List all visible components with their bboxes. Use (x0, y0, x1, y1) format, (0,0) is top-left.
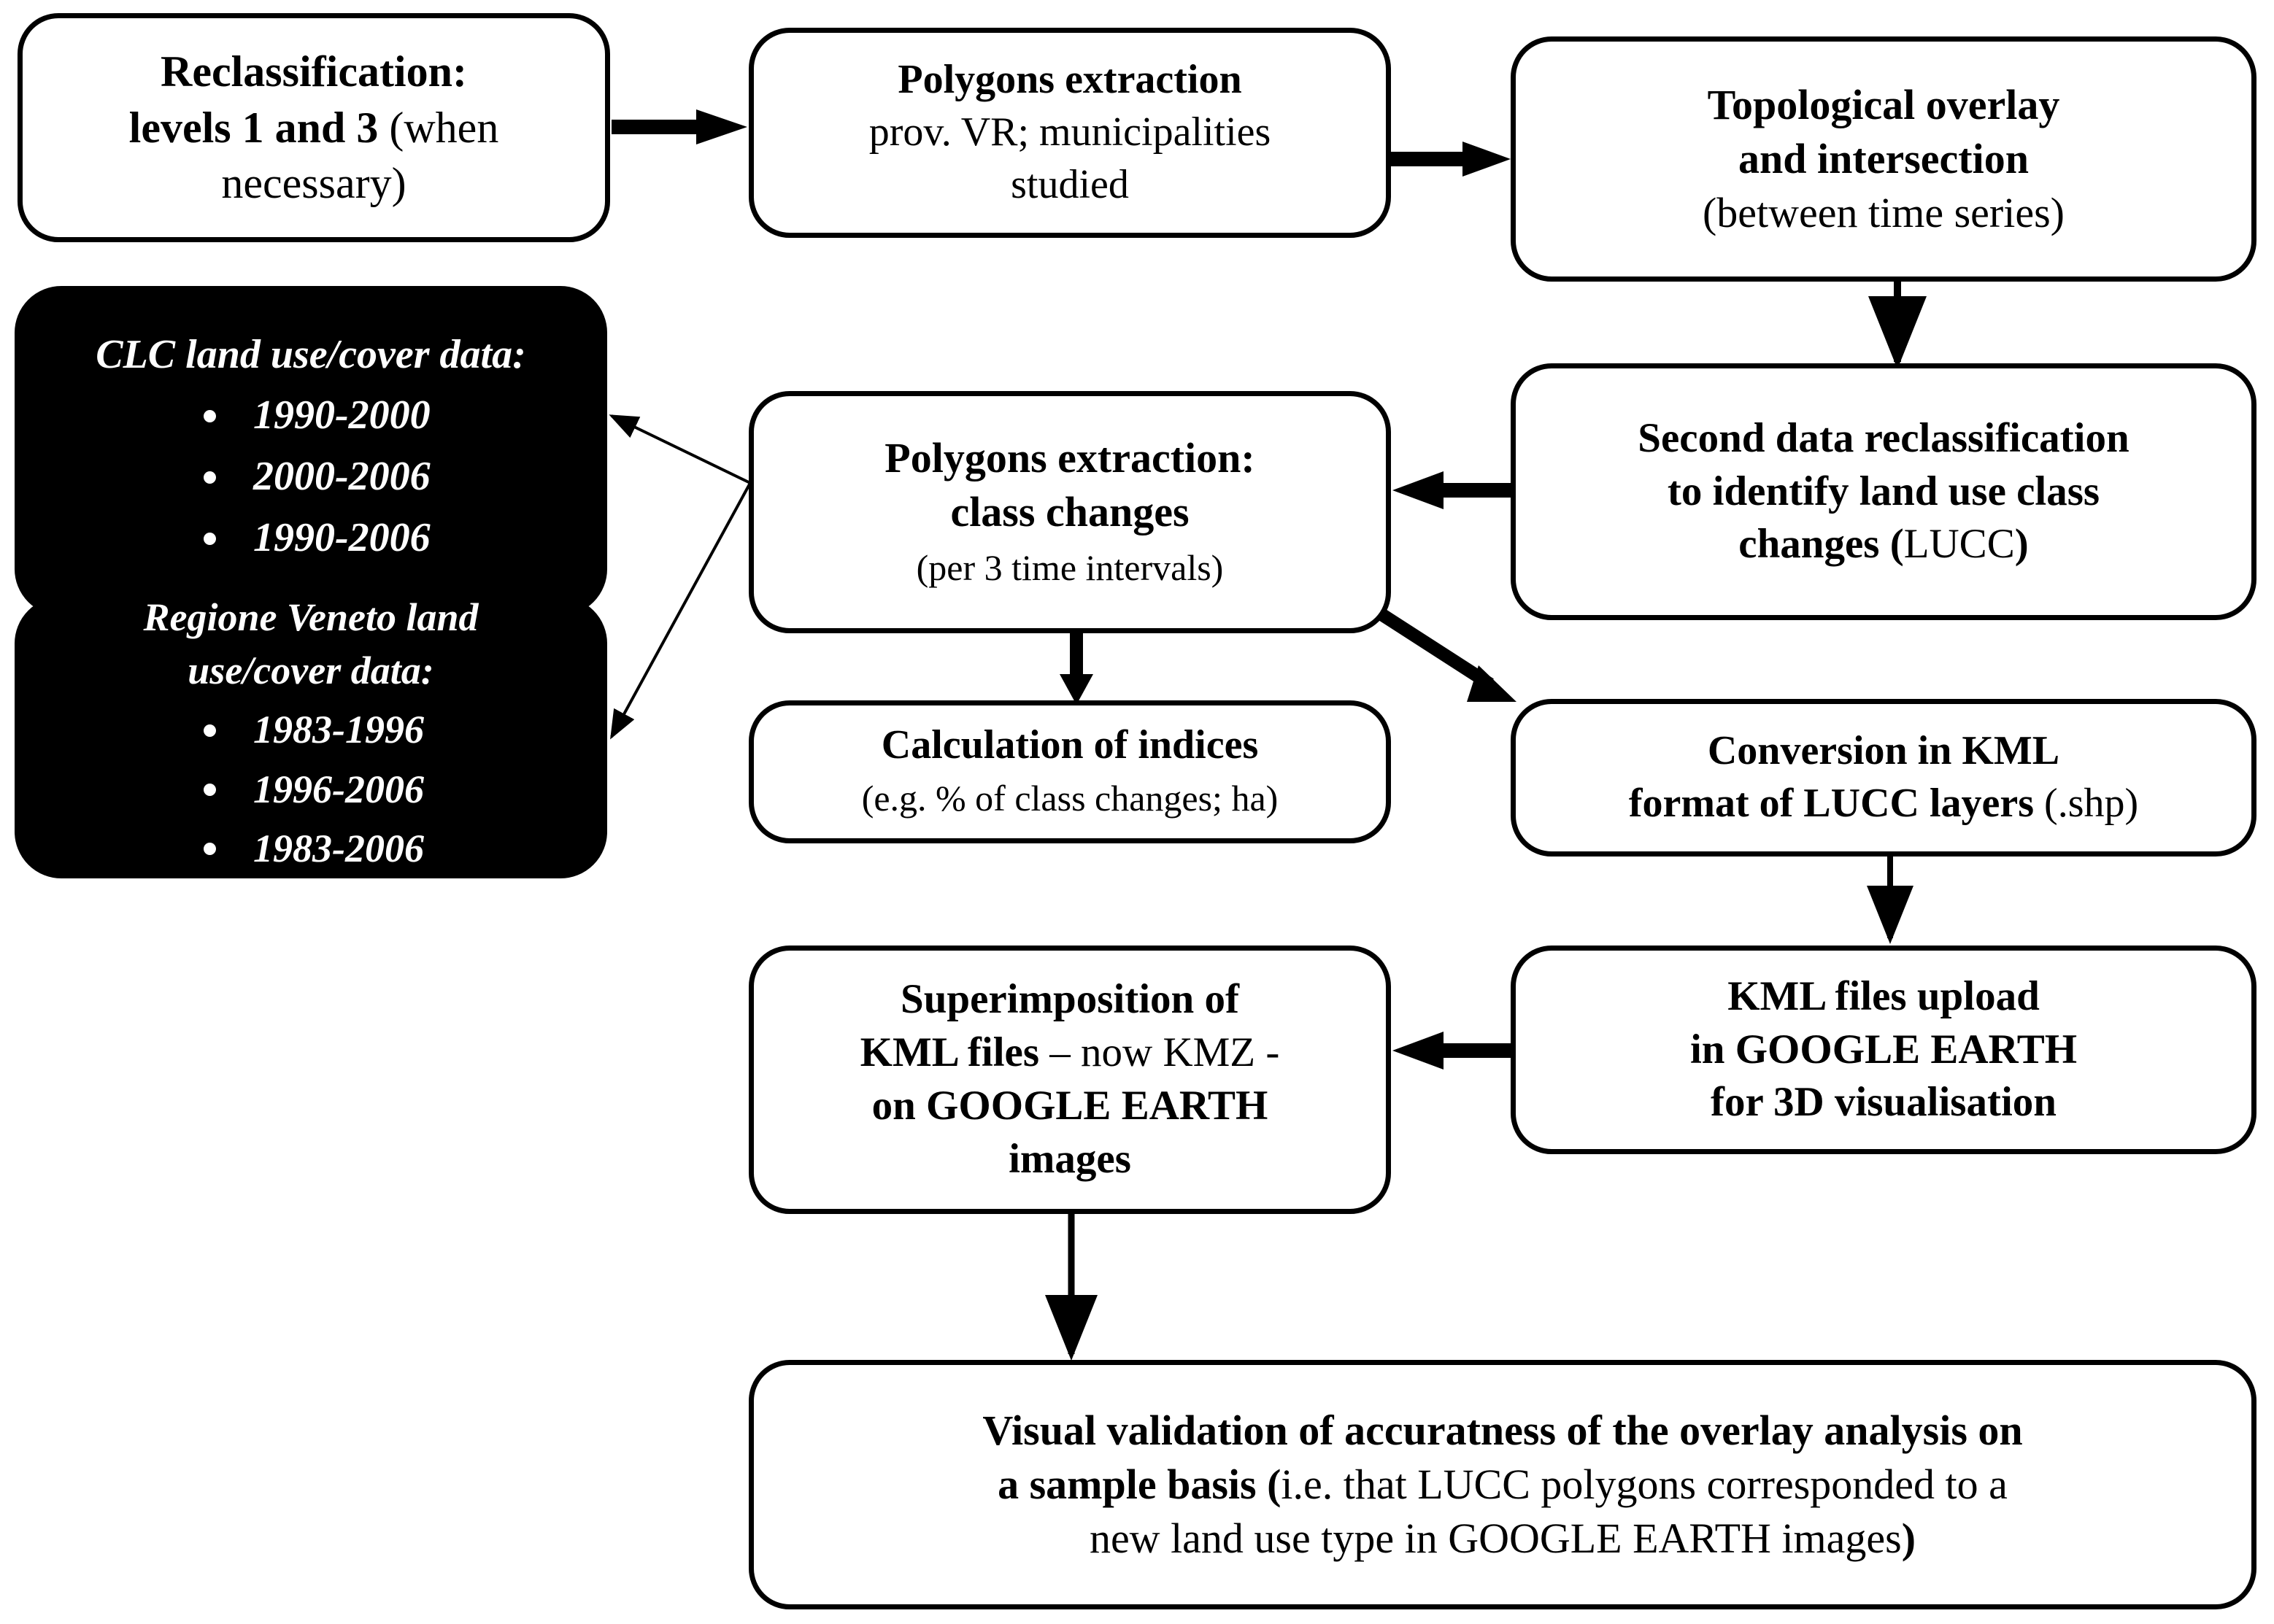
clc-data-list: 1990-2000 2000-2006 1990-2006 (34, 390, 587, 564)
superimposition-line1: Superimposition of (901, 976, 1239, 1023)
class-changes-line3: (per 3 time intervals) (916, 547, 1224, 589)
node-calculation-indices-text: Calculation of indices (e.g. % of class … (773, 719, 1367, 824)
node-polygons-class-changes[interactable]: Polygons extraction: class changes (per … (749, 391, 1391, 633)
connector-class-changes-to-clc-data (609, 414, 751, 484)
second-reclassification-line2: to identify land use class (1667, 468, 2100, 514)
connector-class-changes-to-kml-conversion (1376, 607, 1516, 702)
superimposition-line2-regular: – now KMZ - (1049, 1029, 1280, 1076)
connector-class-changes-to-veneto-data (610, 482, 752, 740)
second-reclassification-line1: Second data reclassification (1638, 414, 2130, 461)
kml-upload-line1: KML files upload (1727, 973, 2040, 1019)
connector-polygons-extraction-to-topological-overlay (1391, 142, 1511, 177)
second-reclassification-line3-bold-a: changes ( (1738, 521, 1904, 568)
node-second-reclassification-text: Second data reclassification to identify… (1535, 412, 2232, 572)
list-item: 1983-2006 (34, 824, 587, 874)
superimposition-line3: on GOOGLE EARTH (871, 1083, 1268, 1129)
node-kml-upload-text: KML files upload in GOOGLE EARTH for 3D … (1535, 970, 2232, 1130)
connector-reclassification-to-polygons-extraction (612, 109, 747, 144)
second-reclassification-line3-regular: LUCC (1903, 521, 2015, 568)
kml-conversion-line1: Conversion in KML (1707, 728, 2060, 774)
node-topological-overlay-text: Topological overlay and intersection (be… (1535, 78, 2232, 241)
node-veneto-data-text: Regione Veneto land use/cover data: 1983… (34, 592, 587, 883)
node-polygons-class-changes-text: Polygons extraction: class changes (per … (773, 431, 1367, 594)
calculation-indices-line2: (e.g. % of class changes; ha) (861, 778, 1279, 819)
reclassification-line2-bold: levels 1 and 3 (128, 103, 390, 152)
veneto-data-title-line2: use/cover data: (188, 649, 434, 693)
reclassification-line1: Reclassification: (161, 47, 467, 96)
node-superimposition-text: Superimposition of KML files – now KMZ -… (773, 973, 1367, 1186)
reclassification-line3: necessary) (221, 159, 406, 208)
connector-class-changes-to-calculation-indices (1060, 633, 1093, 705)
visual-validation-line2-regular: i.e. that LUCC polygons corresponded to … (1281, 1460, 2008, 1508)
node-polygons-extraction[interactable]: Polygons extraction prov. VR; municipali… (749, 28, 1391, 238)
node-reclassification-text: Reclassification: levels 1 and 3 (when n… (42, 44, 586, 212)
node-kml-upload[interactable]: KML files upload in GOOGLE EARTH for 3D … (1511, 946, 2256, 1154)
node-topological-overlay[interactable]: Topological overlay and intersection (be… (1511, 36, 2256, 282)
class-changes-line2: class changes (950, 487, 1190, 535)
node-polygons-extraction-text: Polygons extraction prov. VR; municipali… (773, 54, 1367, 211)
superimposition-line2-bold: KML files (860, 1029, 1050, 1076)
visual-validation-line2-bold: a sample basis ( (998, 1460, 1281, 1508)
calculation-indices-line1: Calculation of indices (881, 722, 1259, 768)
node-veneto-data[interactable]: Regione Veneto land use/cover data: 1983… (15, 595, 607, 878)
visual-validation-line3-bold: ) (1901, 1515, 1916, 1563)
kml-conversion-line2-bold: format of LUCC layers (1628, 781, 2045, 826)
clc-data-title: CLC land use/cover data: (96, 331, 526, 377)
second-reclassification-line3-bold-b: ) (2014, 521, 2029, 568)
node-superimposition[interactable]: Superimposition of KML files – now KMZ -… (749, 946, 1391, 1214)
node-clc-data-text: CLC land use/cover data: 1990-2000 2000-… (34, 329, 587, 573)
node-second-reclassification[interactable]: Second data reclassification to identify… (1511, 363, 2256, 620)
kml-upload-line3: for 3D visualisation (1710, 1079, 2057, 1126)
node-visual-validation-text: Visual validation of accuratness of the … (773, 1404, 2232, 1566)
list-item: 1990-2006 (34, 512, 587, 565)
kml-upload-line2: in GOOGLE EARTH (1689, 1026, 2078, 1072)
node-kml-conversion-text: Conversion in KML format of LUCC layers … (1535, 725, 2232, 830)
polygons-extraction-line1: Polygons extraction (898, 57, 1242, 103)
list-item: 1983-1996 (34, 705, 587, 755)
polygons-extraction-line3: studied (1011, 161, 1129, 207)
veneto-data-list: 1983-1996 1996-2006 1983-2006 (34, 705, 587, 873)
veneto-data-title-line1: Regione Veneto land (143, 595, 479, 640)
node-reclassification[interactable]: Reclassification: levels 1 and 3 (when n… (18, 13, 610, 242)
list-item: 1990-2000 (34, 390, 587, 442)
connector-kml-upload-to-superimposition (1392, 1032, 1511, 1070)
topological-overlay-line1: Topological overlay (1707, 80, 2060, 128)
class-changes-line1: Polygons extraction: (884, 433, 1255, 482)
node-calculation-indices[interactable]: Calculation of indices (e.g. % of class … (749, 700, 1391, 843)
polygons-extraction-line2: prov. VR; municipalities (868, 109, 1271, 155)
node-kml-conversion[interactable]: Conversion in KML format of LUCC layers … (1511, 699, 2256, 857)
list-item: 1996-2006 (34, 765, 587, 815)
node-clc-data[interactable]: CLC land use/cover data: 1990-2000 2000-… (15, 286, 607, 616)
list-item: 2000-2006 (34, 451, 587, 503)
visual-validation-line3-regular: new land use type in GOOGLE EARTH images (1089, 1515, 1902, 1563)
kml-conversion-line2-regular: (.shp) (2044, 781, 2139, 826)
topological-overlay-line2: and intersection (1738, 134, 2029, 182)
superimposition-line4: images (1009, 1135, 1131, 1182)
reclassification-line2-regular: (when (389, 103, 499, 152)
topological-overlay-line3: (between time series) (1702, 189, 2065, 237)
node-visual-validation[interactable]: Visual validation of accuratness of the … (749, 1360, 2256, 1609)
visual-validation-line1: Visual validation of accuratness of the … (982, 1406, 2023, 1454)
connector-second-reclassification-to-class-changes (1392, 471, 1511, 509)
